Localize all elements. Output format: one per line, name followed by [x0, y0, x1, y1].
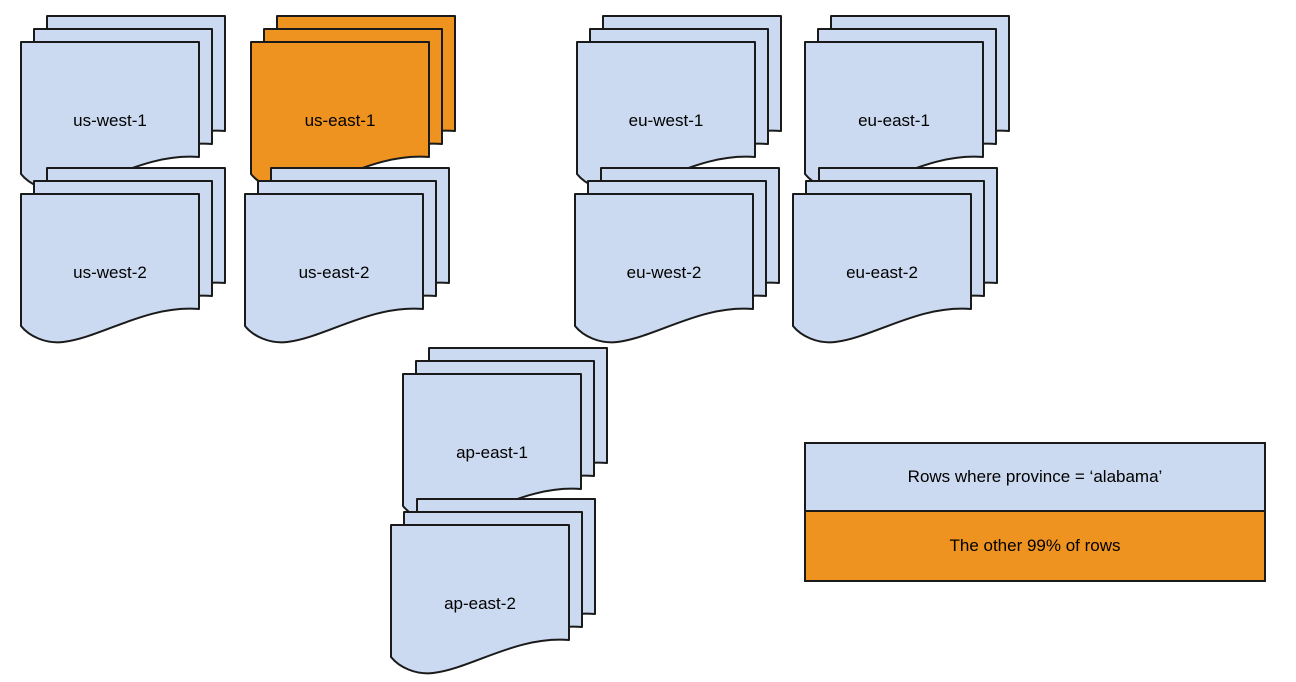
legend-row-secondary: The other 99% of rows: [806, 512, 1264, 580]
region-stack-us-west-2[interactable]: us-west-2: [20, 167, 230, 351]
region-stack-eu-west-2[interactable]: eu-west-2: [574, 167, 784, 351]
document-stack-icon: [804, 15, 1010, 192]
document-stack-icon: [250, 15, 456, 192]
document-stack-icon: [20, 167, 226, 344]
region-stack-us-west-1[interactable]: us-west-1: [20, 15, 230, 199]
document-stack-icon: [20, 15, 226, 192]
region-stack-us-east-1[interactable]: us-east-1: [250, 15, 460, 199]
document-stack-icon: [402, 347, 608, 524]
legend-row-primary: Rows where province = ‘alabama’: [806, 444, 1264, 512]
document-stack-icon: [244, 167, 450, 344]
document-stack-icon: [574, 167, 780, 344]
region-stack-us-east-2[interactable]: us-east-2: [244, 167, 454, 351]
legend-label-secondary: The other 99% of rows: [949, 536, 1121, 555]
region-stack-ap-east-1[interactable]: ap-east-1: [402, 347, 612, 531]
document-stack-icon: [390, 498, 596, 675]
legend: Rows where province = ‘alabama’ The othe…: [804, 442, 1266, 582]
region-stack-eu-east-2[interactable]: eu-east-2: [792, 167, 1002, 351]
document-stack-icon: [792, 167, 998, 344]
region-stack-ap-east-2[interactable]: ap-east-2: [390, 498, 600, 682]
legend-label-primary: Rows where province = ‘alabama’: [907, 467, 1163, 486]
